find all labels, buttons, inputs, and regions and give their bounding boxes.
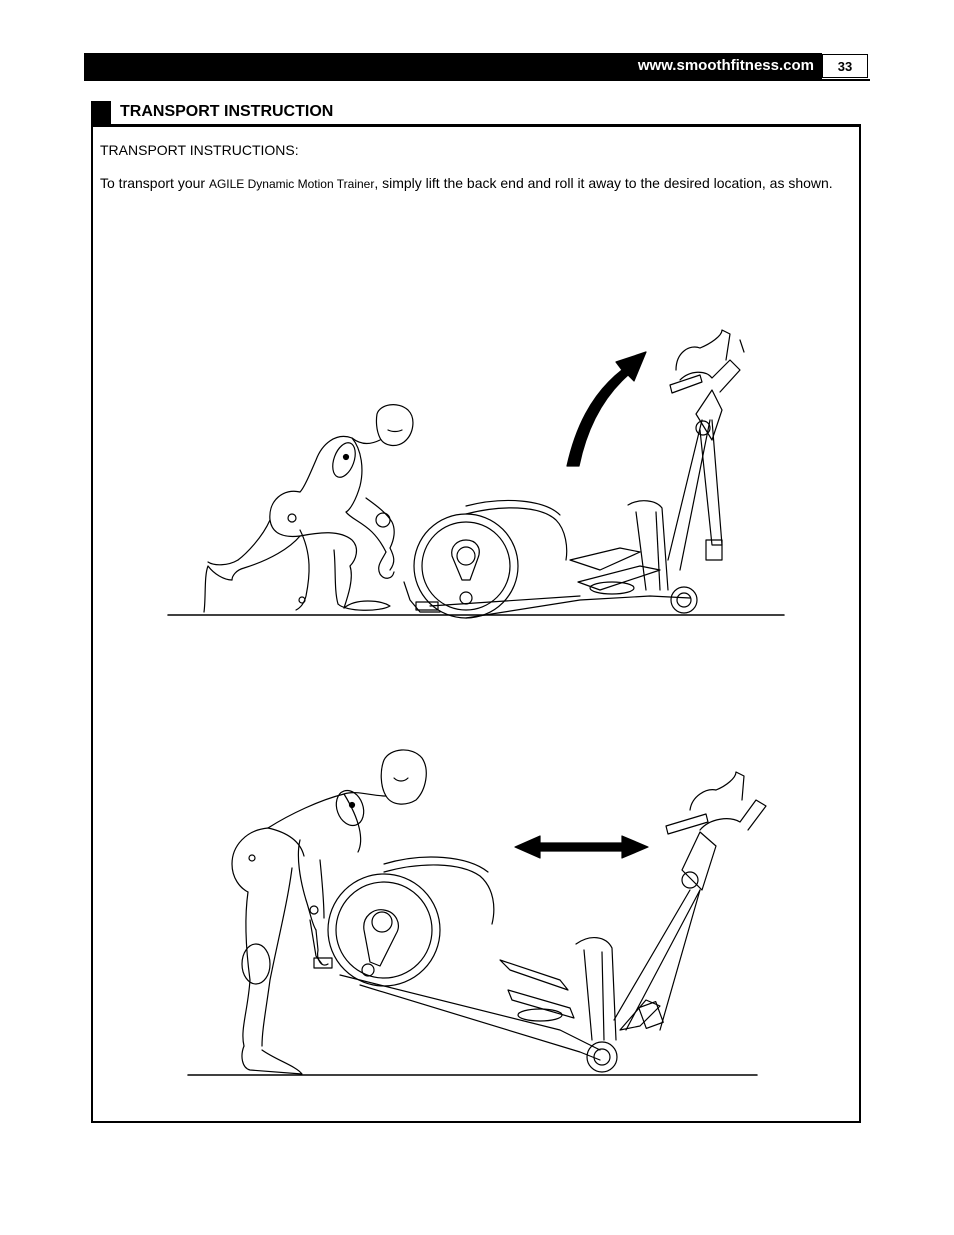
roll-illustration (187, 749, 767, 1076)
curved-up-arrow (566, 351, 647, 467)
para-prefix: To transport your (100, 175, 209, 191)
page-number: 33 (822, 54, 868, 78)
section-title: TRANSPORT INSTRUCTION (120, 103, 334, 120)
standing-person (231, 749, 427, 1075)
instruction-paragraph: To transport your AGILE Dynamic Motion T… (100, 175, 845, 193)
subheading: TRANSPORT INSTRUCTIONS: (100, 142, 299, 158)
lift-illustration (167, 329, 785, 619)
product-name: AGILE Dynamic Motion Trainer (208, 177, 375, 191)
para-suffix: , simply lift the back end and roll it a… (374, 175, 833, 191)
trainer-machine-tilted (309, 771, 767, 1073)
website-url: www.smoothfitness.com (637, 57, 814, 74)
content-frame (91, 125, 861, 1123)
trainer-machine-upright (403, 329, 745, 619)
double-headed-arrow (514, 835, 649, 859)
header-rule (84, 79, 870, 81)
kneeling-person (203, 404, 414, 613)
header-bar: www.smoothfitness.com (84, 53, 822, 79)
section-marker (91, 101, 111, 126)
